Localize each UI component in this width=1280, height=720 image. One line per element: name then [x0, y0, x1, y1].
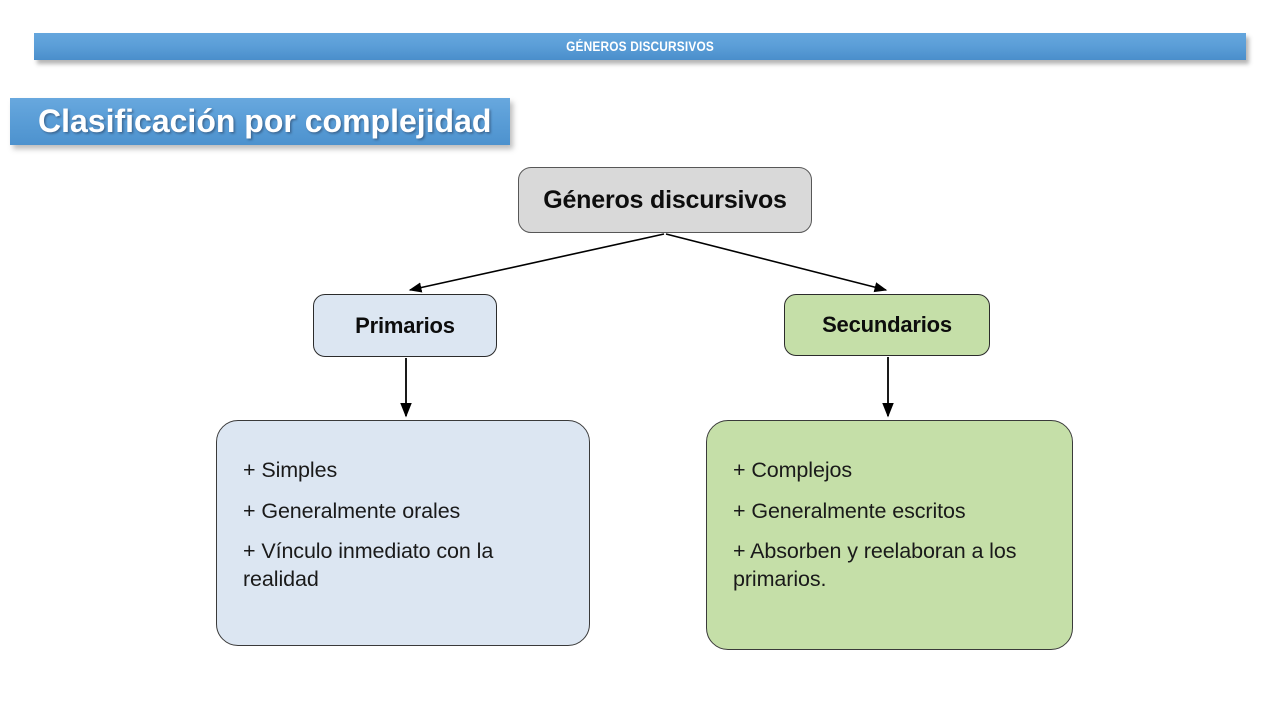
details-secundarios: + Complejos + Generalmente escritos + Ab…	[706, 420, 1073, 650]
page-title: Clasificación por complejidad	[38, 103, 492, 139]
node-label: Secundarios	[822, 312, 952, 337]
detail-item: + Simples	[243, 458, 338, 482]
node-primarios[interactable]: Primarios	[313, 294, 497, 357]
node-generos-discursivos[interactable]: Géneros discursivos	[518, 167, 812, 233]
connector-root-to-primarios	[408, 233, 665, 293]
node-label: Géneros discursivos	[543, 185, 787, 214]
detail-item: + Vínculo inmediato con la realidad	[243, 539, 494, 591]
detail-item: + Generalmente orales	[243, 498, 461, 523]
detail-item: + Absorben y reelaboran a los primarios.	[733, 539, 1017, 591]
header-bar: GÉNEROS DISCURSIVOS	[34, 33, 1246, 60]
detail-item: + Complejos	[733, 458, 852, 482]
detail-item: + Generalmente escritos	[733, 498, 966, 523]
connector-root-to-secundarios	[665, 233, 888, 293]
node-secundarios[interactable]: Secundarios	[784, 294, 990, 356]
details-primarios: + Simples + Generalmente orales + Víncul…	[216, 420, 590, 646]
header-bar-title: GÉNEROS DISCURSIVOS	[566, 39, 714, 54]
slide-title-banner: Clasificación por complejidad	[10, 98, 510, 145]
node-label: Primarios	[355, 312, 455, 338]
